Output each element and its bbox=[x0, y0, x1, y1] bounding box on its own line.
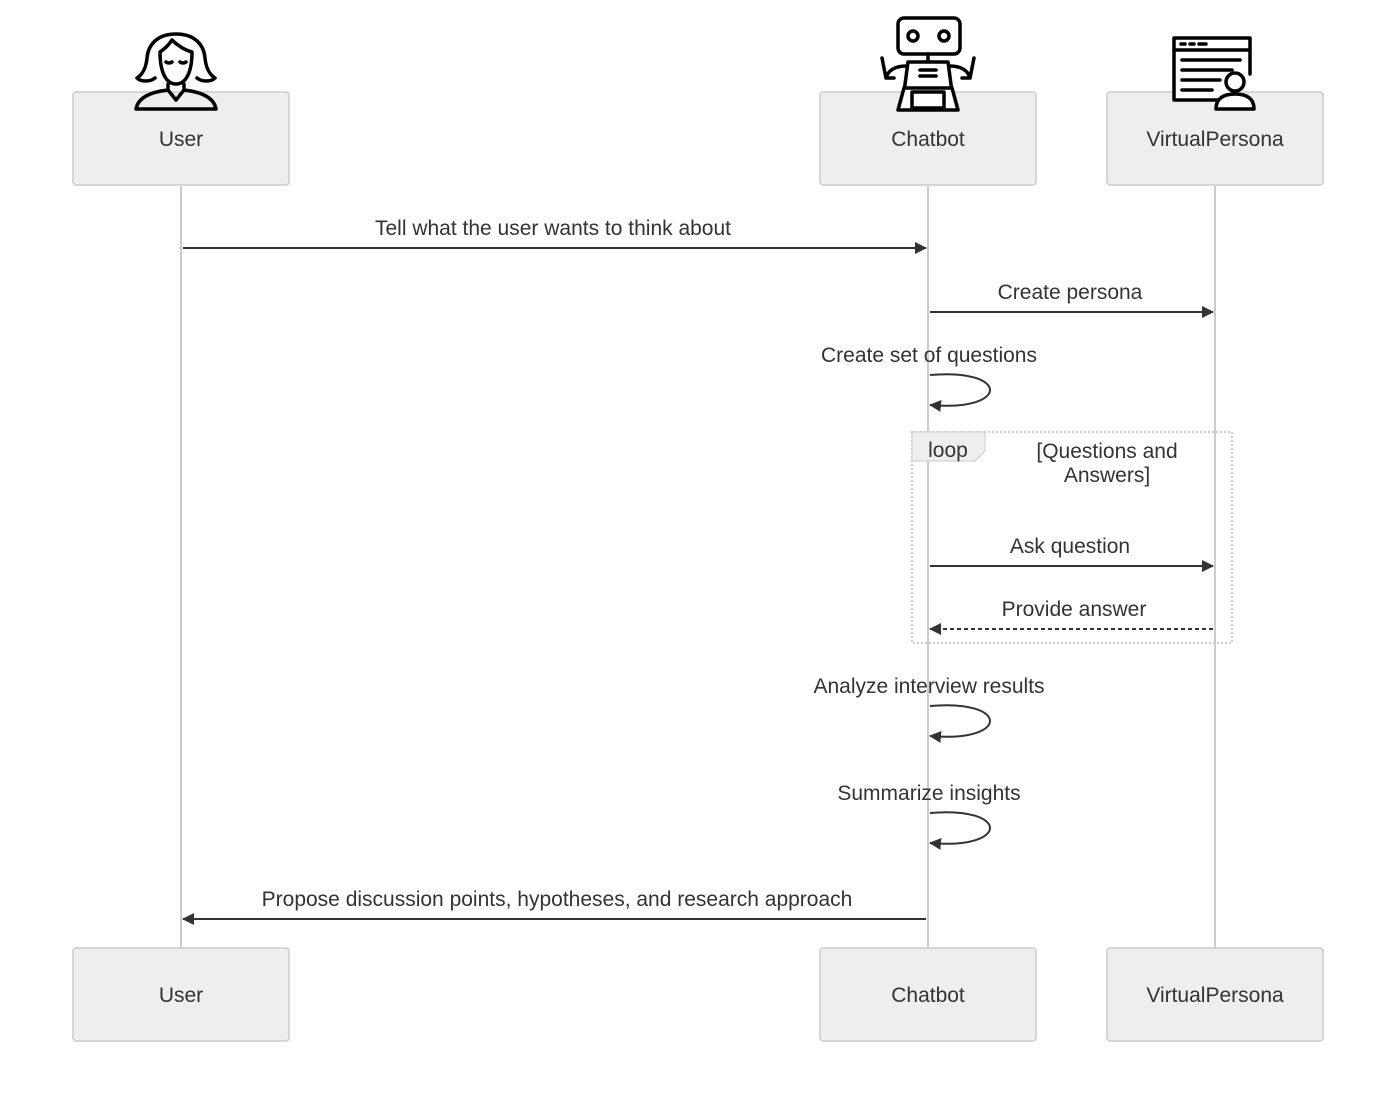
message-create-questions: Create set of questions bbox=[821, 344, 1037, 412]
message-label: Propose discussion points, hypotheses, a… bbox=[262, 888, 853, 911]
loop-condition-line1: [Questions and bbox=[1036, 440, 1177, 463]
actor-label: VirtualPersona bbox=[1146, 128, 1284, 151]
loop-label: loop bbox=[928, 439, 968, 462]
message-label: Provide answer bbox=[1002, 598, 1147, 621]
message-label: Tell what the user wants to think about bbox=[375, 217, 731, 240]
browser-user-profile-icon bbox=[1172, 36, 1256, 111]
actor-box-top-chatbot: Chatbot bbox=[819, 91, 1037, 186]
actor-label: User bbox=[159, 984, 203, 1007]
actor-label: User bbox=[159, 128, 203, 151]
message-label: Analyze interview results bbox=[813, 675, 1044, 698]
woman-avatar-icon bbox=[134, 32, 218, 111]
actor-label: VirtualPersona bbox=[1146, 984, 1284, 1007]
actor-box-bottom-persona: VirtualPersona bbox=[1106, 947, 1324, 1042]
actor-box-bottom-user: User bbox=[72, 947, 290, 1042]
actor-box-bottom-chatbot: Chatbot bbox=[819, 947, 1037, 1042]
lifelines bbox=[180, 186, 1216, 948]
message-provide-answer: Provide answer bbox=[929, 598, 1213, 635]
actor-label: Chatbot bbox=[891, 984, 965, 1007]
message-label: Create persona bbox=[998, 281, 1143, 304]
message-analyze-results: Analyze interview results bbox=[813, 675, 1045, 743]
message-label: Ask question bbox=[1010, 535, 1130, 558]
robot-icon bbox=[880, 16, 976, 112]
actor-label: Chatbot bbox=[891, 128, 965, 151]
message-label: Summarize insights bbox=[837, 782, 1020, 805]
message-create-persona: Create persona bbox=[930, 281, 1214, 318]
message-propose-points: Propose discussion points, hypotheses, a… bbox=[182, 888, 926, 925]
message-arrow bbox=[929, 373, 991, 412]
loop-frame: loop [Questions and Answers] bbox=[911, 431, 1233, 644]
actor-box-top-user: User bbox=[72, 91, 290, 186]
message-ask-question: Ask question bbox=[930, 535, 1214, 572]
message-arrow bbox=[929, 811, 991, 850]
message-summarize-insights: Summarize insights bbox=[837, 782, 1021, 850]
message-label: Create set of questions bbox=[821, 344, 1037, 367]
message-arrow bbox=[929, 704, 991, 743]
message-tell-topic: Tell what the user wants to think about bbox=[183, 217, 927, 254]
loop-condition-line2: Answers] bbox=[1064, 464, 1150, 487]
